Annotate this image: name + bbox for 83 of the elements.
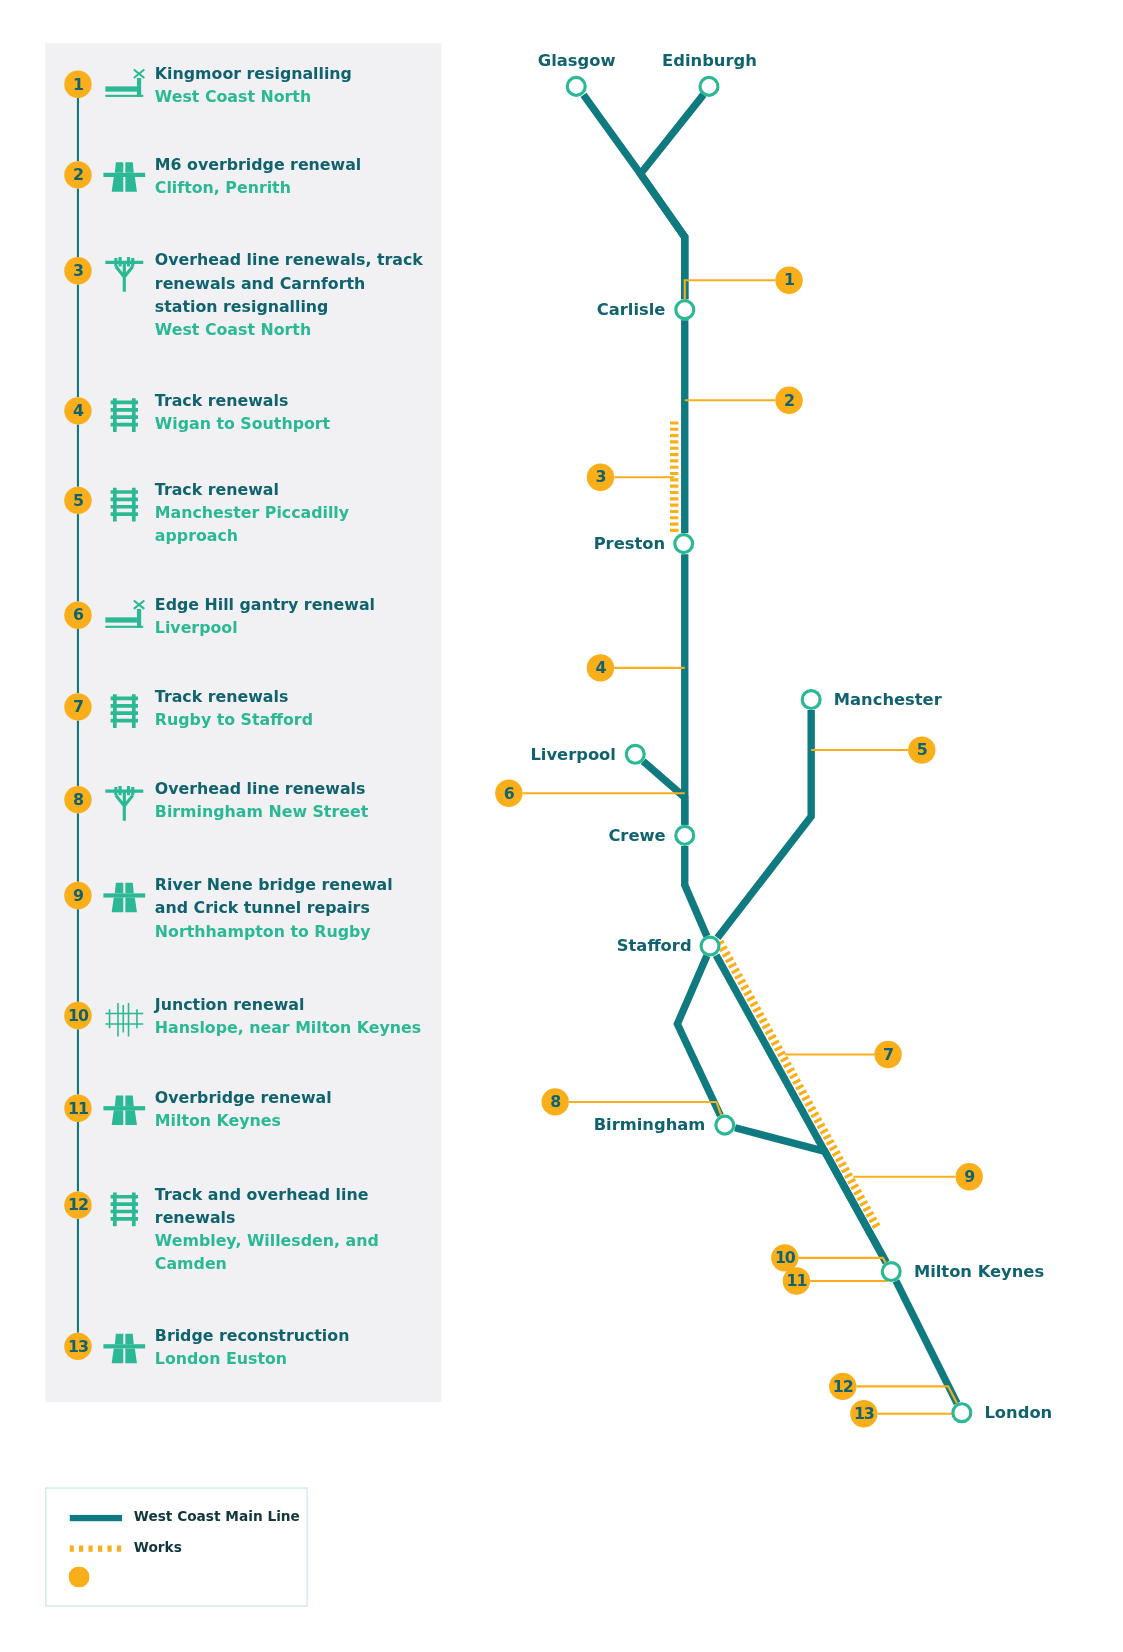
work-title: Overbridge renewal — [154, 1087, 332, 1110]
station-name: Manchester — [833, 689, 942, 709]
work-location: Liverpool — [154, 617, 239, 640]
callout-number: 5 — [908, 736, 936, 764]
legend-label: West Coast Main Line — [133, 1508, 300, 1525]
callout-number: 3 — [586, 463, 615, 491]
connector-line — [76, 720, 79, 786]
connector-line — [76, 1029, 79, 1095]
leader-line — [683, 279, 776, 300]
rail-line — [640, 758, 689, 825]
connector-line — [76, 1121, 79, 1192]
station-name: Milton Keynes — [913, 1261, 1045, 1281]
work-title: Track renewal — [154, 479, 280, 502]
callout-number: 7 — [874, 1040, 902, 1069]
work-title: Overhead line renewals — [154, 778, 367, 801]
callout-number: 2 — [775, 386, 803, 414]
station-name: Crewe — [608, 825, 666, 845]
rail-line — [635, 92, 707, 300]
work-location: West Coast North — [154, 86, 313, 109]
callout-number: 10 — [771, 1244, 799, 1272]
connector-line — [76, 424, 79, 487]
connector-line — [76, 97, 79, 162]
connector-line — [76, 284, 79, 398]
work-title: Track renewals — [154, 389, 290, 412]
leader-line — [798, 1256, 887, 1264]
work-title: Junction renewal — [154, 994, 306, 1017]
connector-line — [76, 188, 79, 258]
leader-line — [614, 476, 675, 479]
leader-line — [684, 399, 776, 402]
work-location: Clifton, Penrith — [154, 177, 292, 199]
work-location: Birmingham New Street — [154, 801, 369, 824]
work-location: West Coast North — [154, 319, 313, 342]
work-location: Northhampton to Rugby — [154, 920, 372, 943]
leader-line — [811, 749, 909, 752]
station-name: Carlisle — [596, 299, 666, 319]
leader-line — [853, 1175, 956, 1178]
rail-line — [681, 845, 711, 938]
legend-label: Works — [133, 1539, 182, 1555]
rail-line — [712, 953, 890, 1265]
work-location: Wembley, Willesden, and Camden — [154, 1230, 380, 1276]
station-name: London — [984, 1402, 1053, 1422]
work-title: Overhead line renewals, track renewals and Carnforth station resignalling — [154, 249, 424, 319]
callout-number: 9 — [955, 1163, 983, 1191]
connector-line — [76, 628, 79, 694]
callout-number: 11 — [782, 1267, 811, 1295]
leader-line — [784, 1053, 875, 1056]
work-location: Hanslope, near Milton Keynes — [154, 1017, 422, 1040]
work-title: River Nene bridge renewal and Crick tunnel repairs — [154, 874, 394, 920]
work-location: London Euston — [154, 1348, 289, 1371]
work-title: Kingmoor resignalling — [154, 63, 352, 86]
station-name: Liverpool — [530, 744, 616, 764]
work-title: M6 overbridge renewal — [154, 153, 362, 176]
station-name: Birmingham — [593, 1115, 706, 1135]
work-location: Wigan to Southport — [154, 413, 331, 435]
connector-line — [76, 813, 79, 882]
callout-number: 4 — [586, 654, 615, 682]
station-name: Preston — [593, 533, 666, 553]
rail-line — [714, 710, 815, 940]
work-location: Manchester Piccadilly approach — [154, 502, 351, 548]
station-name: Edinburgh — [662, 51, 757, 71]
connector-line — [76, 514, 79, 602]
leader-line — [614, 666, 685, 669]
work-location: Milton Keynes — [154, 1110, 282, 1133]
callout-number: 8 — [541, 1088, 569, 1116]
leader-line — [856, 1385, 958, 1404]
callout-number: 13 — [850, 1400, 878, 1428]
work-title: Track and overhead line renewals — [154, 1184, 370, 1230]
connector-line — [76, 909, 79, 1002]
leader-line — [522, 792, 685, 795]
callout-number: 6 — [495, 779, 523, 807]
work-title: Edge Hill gantry renewal — [154, 594, 375, 617]
callout-number: 12 — [829, 1372, 857, 1401]
leader-line — [568, 1100, 723, 1116]
work-title: Track renewals — [154, 685, 290, 708]
station-name: Stafford — [616, 936, 692, 955]
station-name: Glasgow — [537, 51, 616, 71]
work-location: Rugby to Stafford — [154, 709, 313, 731]
rail-line — [673, 954, 724, 1118]
rail-line — [892, 1279, 961, 1405]
rail-line — [681, 320, 689, 534]
work-title: Bridge reconstruction — [154, 1325, 350, 1348]
connector-line — [76, 1218, 79, 1333]
callout-number: 1 — [775, 266, 803, 294]
